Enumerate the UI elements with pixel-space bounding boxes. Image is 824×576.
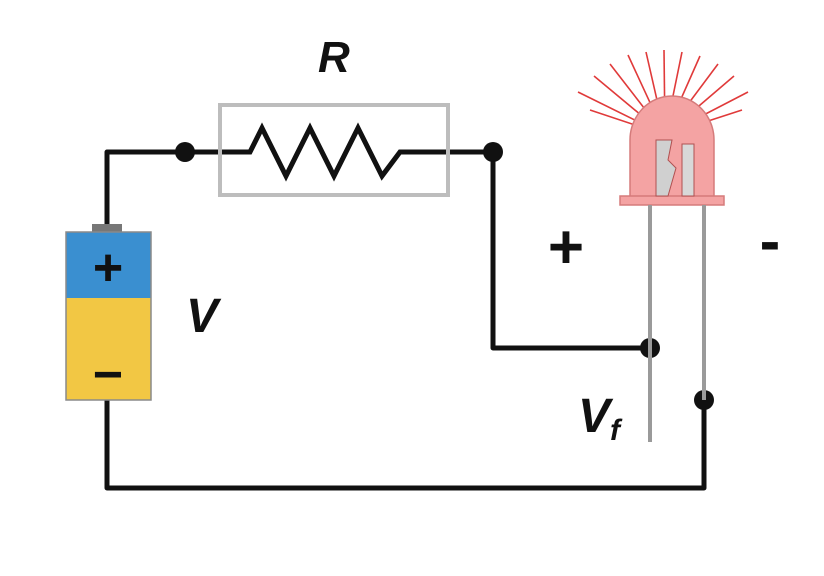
led-minus-sign: -	[760, 207, 781, 276]
battery-minus-sign: −	[93, 346, 123, 404]
battery-voltage-label: V	[186, 290, 222, 343]
resistor-zigzag	[226, 122, 445, 182]
junction-dot	[175, 142, 195, 162]
resistor-label: R	[318, 33, 350, 82]
resistor: R	[218, 33, 450, 197]
wire-led-cathode-to-battery	[104, 397, 707, 491]
battery-plus-sign: +	[93, 239, 123, 297]
forward-voltage-subscript: f	[610, 414, 623, 447]
led-plus-sign: +	[548, 213, 584, 282]
forward-voltage-main: V	[578, 390, 614, 443]
forward-voltage-label: Vf	[578, 390, 623, 447]
battery-cap	[92, 224, 122, 234]
battery: + − V	[65, 224, 222, 404]
battery-bottom	[66, 298, 151, 400]
junction-dot	[483, 142, 503, 162]
wire-battery-to-resistor	[104, 149, 229, 235]
led-anvil	[655, 139, 677, 197]
resistor-box	[218, 103, 450, 197]
battery-outline	[65, 231, 152, 401]
led-post	[681, 143, 695, 197]
battery-top	[66, 232, 151, 298]
led: + - Vf	[548, 49, 781, 447]
led-base	[619, 195, 725, 206]
wire-resistor-to-led-anode	[442, 149, 653, 351]
